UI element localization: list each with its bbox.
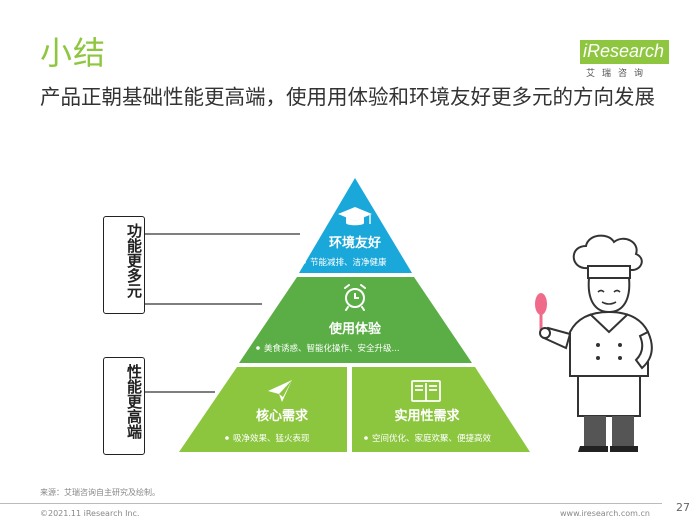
page-number: 27 [676,501,690,514]
footer-divider [0,503,662,504]
bullet-dot [364,436,368,440]
bracket-performance-label: 性能更高端 [125,364,143,439]
page-title: 小结 [40,34,107,72]
tier-environment-desc: 节能减排、洁净健康 [310,257,387,268]
tier-experience-desc: 美食诱惑、智能化操作、安全升级... [264,343,400,354]
iresearch-logo: iResearch 艾瑞咨询 [568,40,678,90]
paper-plane-icon [268,380,292,402]
pyramid-tier-environment [299,178,412,273]
alarm-clock-icon [344,284,366,311]
pyramid-tier-experience [239,277,472,363]
footer-website: www.iresearch.com.cn [560,509,650,518]
bracket-functions: 功能更多元 [103,216,145,314]
tier-experience-title: 使用体验 [328,321,382,337]
page-subtitle: 产品正朝基础性能更高端，使用用体验和环境友好更多元的方向发展 [40,85,655,109]
tier-core-title: 核心需求 [256,408,309,424]
graduation-cap-icon [338,207,372,226]
tier-core-desc: 吸净效果、猛火表现 [233,433,310,444]
bullet-dot [225,436,229,440]
pyramid-tier-practical [352,367,530,452]
tier-practical-title: 实用性需求 [394,408,460,424]
footer-copyright: ©2021.11 iResearch Inc. [40,509,140,518]
bullet-dot [302,260,306,264]
chef-illustration [535,234,653,452]
bullet-dot [256,346,260,350]
pyramid-tier-core [179,367,347,452]
logo-subtitle: 艾瑞咨询 [586,69,651,79]
tier-environment-title: 环境友好 [329,235,381,251]
bracket-functions-label: 功能更多元 [125,223,143,298]
logo-wordmark: iResearch [580,40,670,64]
bracket-performance: 性能更高端 [103,357,145,455]
tier-practical-desc: 空间优化、家庭欢聚、便捷高效 [372,433,492,444]
footer-source: 来源：艾瑞咨询自主研究及绘制。 [40,488,160,497]
open-book-icon [411,380,441,402]
